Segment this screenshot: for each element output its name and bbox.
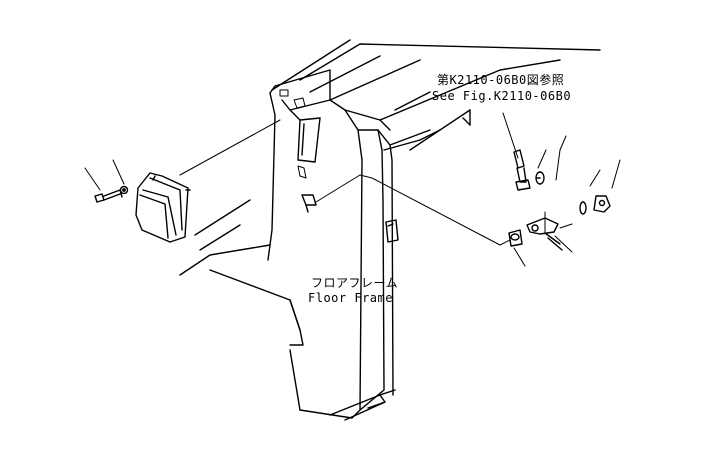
leader-cover-to-frame xyxy=(179,119,281,176)
reference-label-ja: 第K2110-06B0図参照 xyxy=(437,73,565,87)
bolt-left xyxy=(84,159,129,203)
floor-frame-label-ja: フロアフレーム xyxy=(311,276,399,290)
floor-frame-panel xyxy=(267,69,431,421)
cover-box xyxy=(135,172,191,243)
reference-label-en: See Fig.K2110-06B0 xyxy=(432,89,572,103)
floor-frame-deck xyxy=(179,39,601,346)
leader-to-bracket xyxy=(315,174,511,246)
floor-frame-label-en: Floor Frame xyxy=(308,291,393,305)
bracket-hardware xyxy=(502,112,621,267)
